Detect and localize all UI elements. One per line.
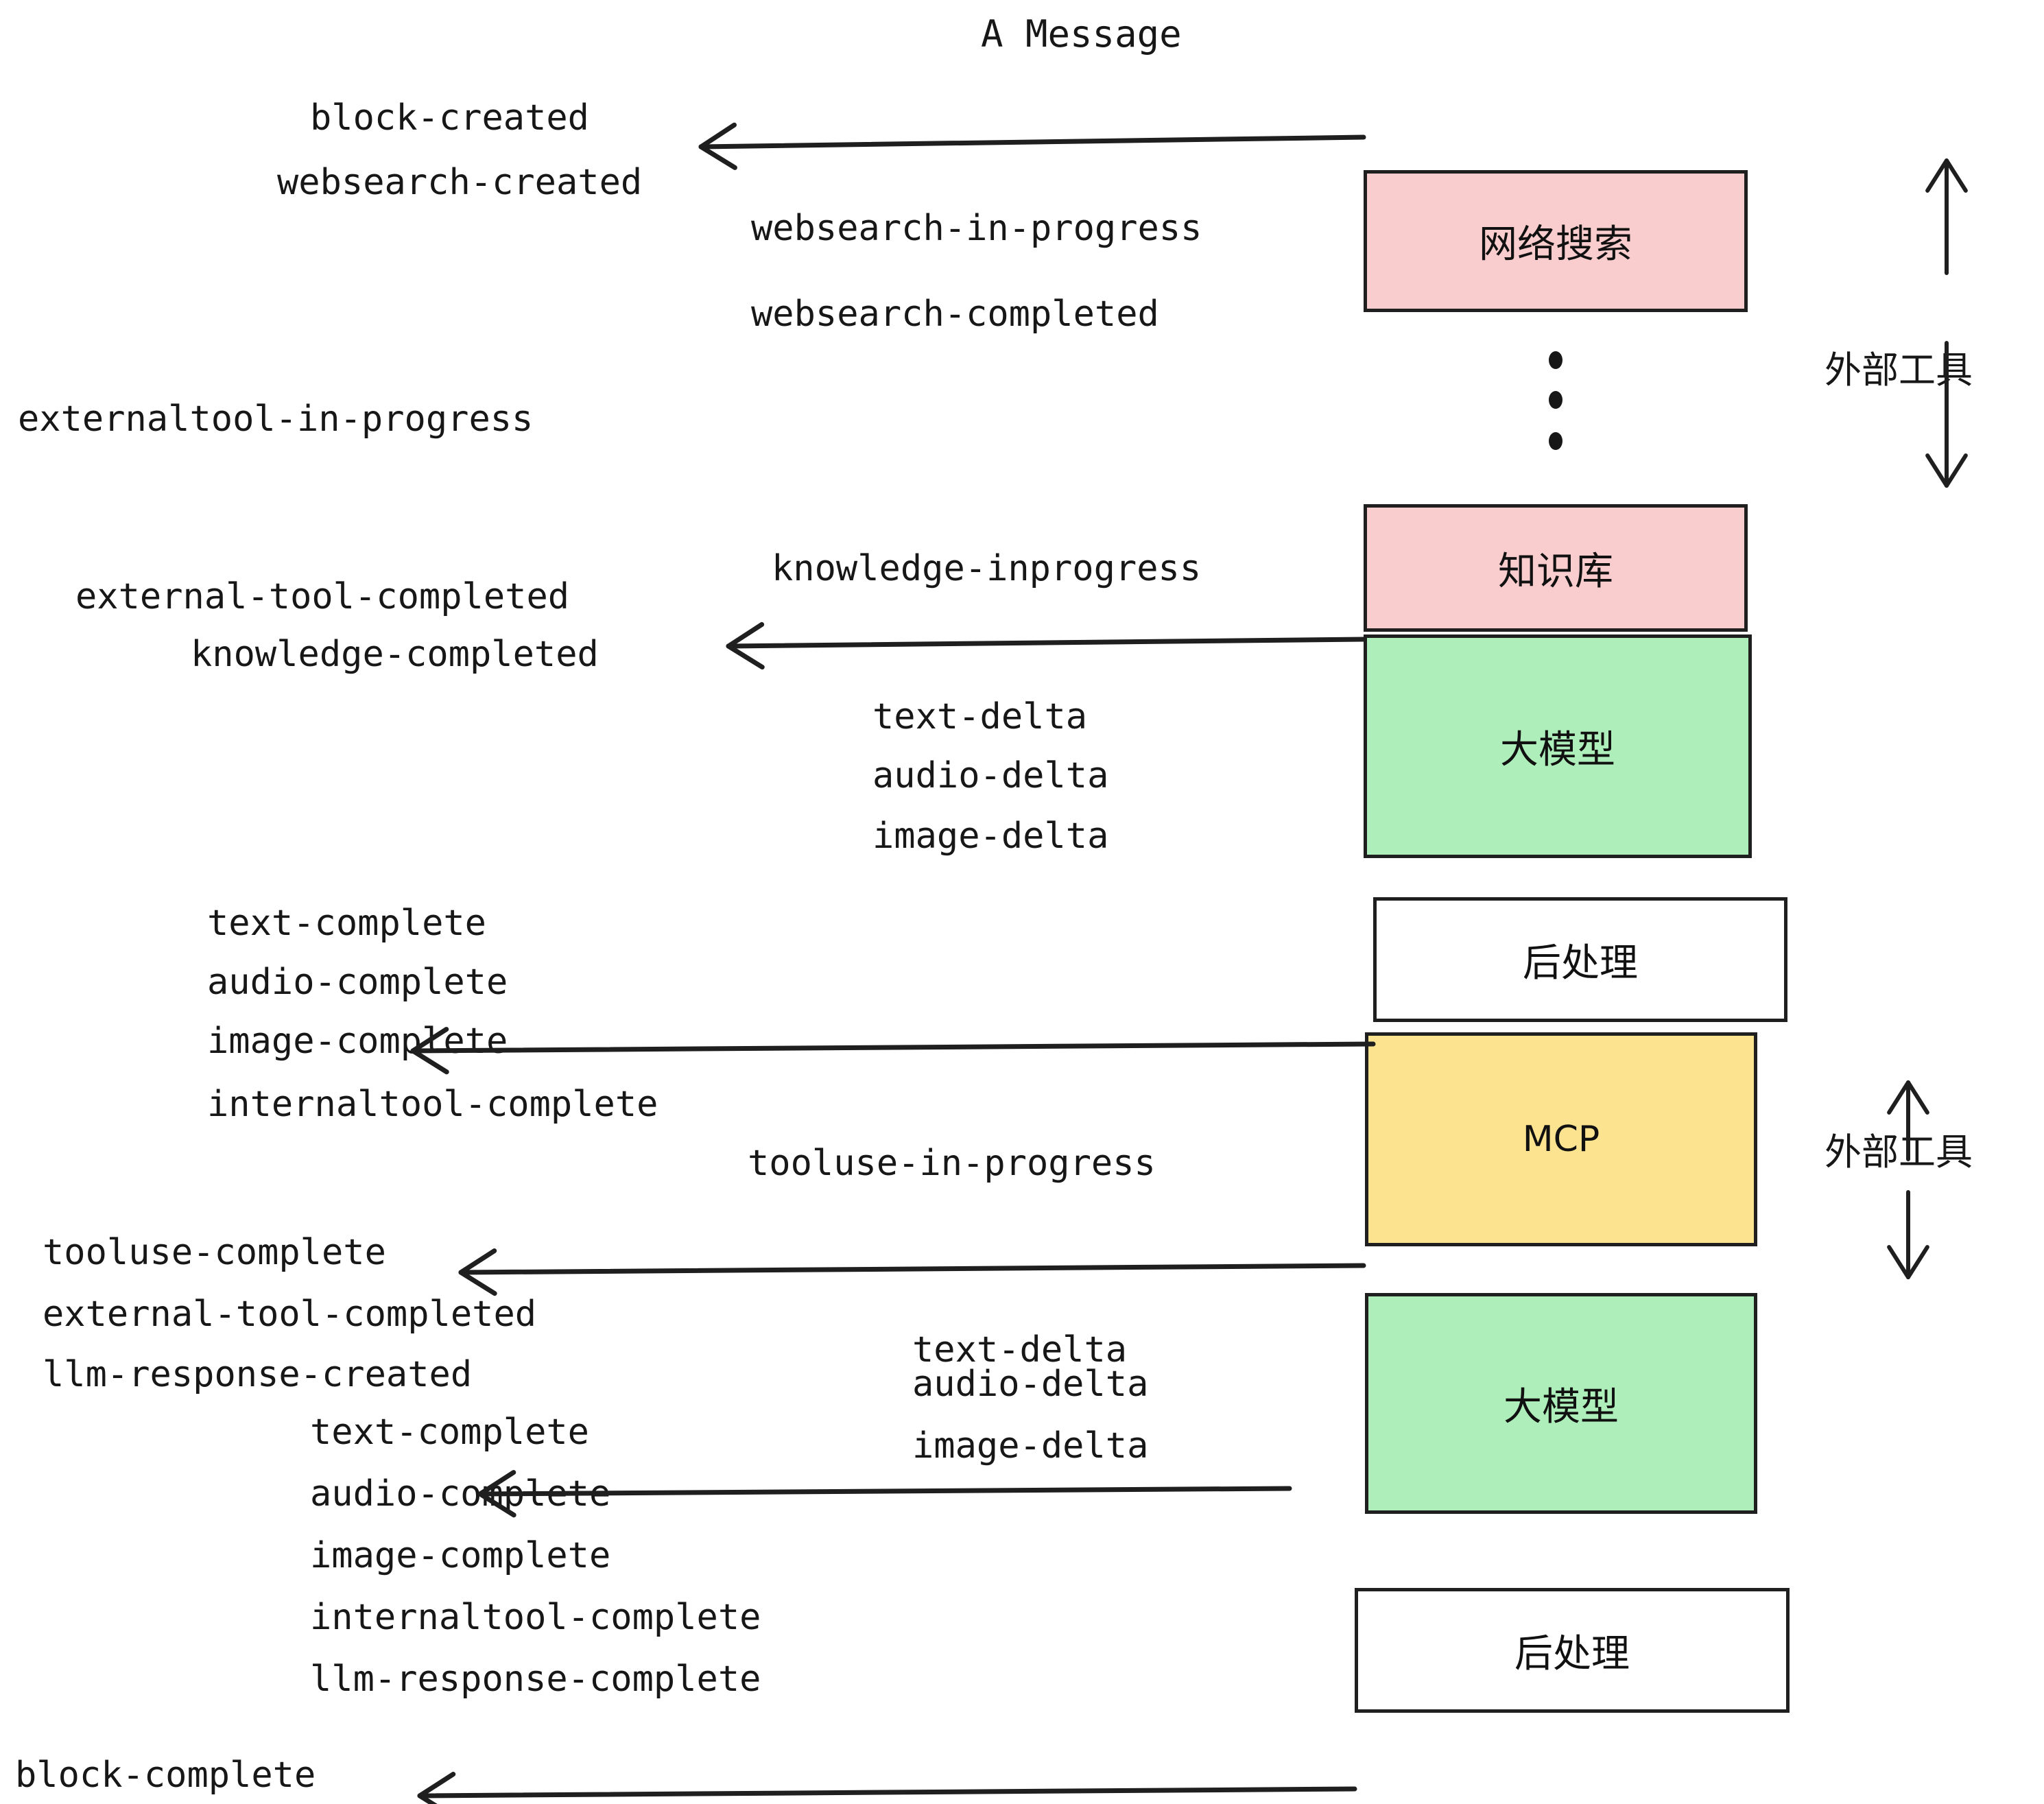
arrow-mcp-to-events-head [458, 1248, 497, 1275]
event-label-block-created: block-created [310, 97, 589, 139]
event-label-text-complete-1: text-complete [207, 903, 486, 944]
arrow-websearch-to-events-head [698, 144, 737, 170]
event-label-image-delta-1: image-delta [872, 816, 1109, 857]
event-label-image-complete-1: image-complete [207, 1021, 508, 1062]
arrow-mcp-to-events-head [458, 1270, 497, 1296]
event-label-tooluse-complete: tooluse-complete [43, 1232, 386, 1273]
node-knowledge: 知识库 [1364, 504, 1748, 632]
event-label-image-delta-2: image-delta [912, 1425, 1149, 1467]
node-label: 后处理 [1523, 940, 1638, 986]
event-label-text-complete-2: text-complete [310, 1412, 589, 1453]
node-label: 大模型 [1504, 1384, 1619, 1429]
arrow-knowledge-to-events [726, 637, 1366, 649]
event-label-websearch-completed: websearch-completed [751, 294, 1159, 335]
node-mcp: MCP [1365, 1032, 1757, 1246]
node-label: 大模型 [1500, 727, 1615, 772]
event-label-external-tool-completed-1: external-tool-completed [75, 576, 570, 617]
scope-label-external-tools-bottom: 外部工具 [1825, 1130, 1973, 1174]
event-label-knowledge-completed: knowledge-completed [191, 634, 599, 675]
scope-label-external-tools-top: 外部工具 [1825, 348, 1973, 392]
external-tools-up-bottom-head [1906, 1080, 1929, 1115]
arrow-postprocess2-to-block-head [417, 1772, 456, 1799]
ellipsis-dot [1549, 432, 1562, 450]
event-label-tooluse-in-progress: tooluse-in-progress [748, 1143, 1156, 1184]
event-label-websearch-created: websearch-created [277, 162, 643, 203]
node-label: 后处理 [1514, 1631, 1630, 1676]
arrow-knowledge-to-events-head [726, 621, 765, 649]
external-tools-up-top-head [1945, 158, 1968, 193]
external-tools-down-bottom-head [1887, 1245, 1910, 1279]
node-postprocess-2: 后处理 [1355, 1588, 1790, 1713]
event-label-knowledge-inprogress: knowledge-inprogress [772, 548, 1202, 589]
event-label-llm-response-created: llm-response-created [43, 1354, 473, 1395]
node-llm-1: 大模型 [1364, 634, 1752, 858]
node-label: 网络搜索 [1479, 222, 1632, 267]
event-label-internaltool-complete-1: internaltool-complete [207, 1084, 658, 1125]
node-llm-2: 大模型 [1365, 1293, 1757, 1514]
ellipsis-dot [1549, 391, 1562, 409]
event-label-audio-complete-2: audio-complete [310, 1473, 611, 1515]
event-label-image-complete-2: image-complete [310, 1535, 611, 1576]
event-label-externaltool-in-progress: externaltool-in-progress [18, 399, 534, 440]
external-tools-up-top-head [1925, 158, 1949, 193]
arrow-postprocess2-to-block [417, 1786, 1357, 1799]
event-label-internaltool-complete-2: internaltool-complete [310, 1597, 761, 1638]
node-label: 知识库 [1498, 549, 1613, 594]
arrow-postprocess1-to-events [410, 1041, 1376, 1054]
event-label-websearch-in-progress: websearch-in-progress [751, 208, 1202, 249]
event-label-llm-response-complete: llm-response-complete [310, 1659, 761, 1700]
node-websearch: 网络搜索 [1364, 170, 1748, 312]
arrow-websearch-to-events [698, 134, 1366, 150]
arrow-postprocess2-to-block-head [417, 1793, 438, 1804]
event-label-audio-complete-1: audio-complete [207, 962, 508, 1003]
external-tools-up-bottom-head [1887, 1080, 1910, 1115]
event-label-text-delta-1: text-delta [872, 696, 1088, 737]
page-title: A Message [981, 12, 1182, 56]
external-tools-down-top-head [1925, 453, 1949, 488]
event-label-audio-delta-2: audio-delta [912, 1364, 1149, 1405]
external-tools-down-top-head [1945, 453, 1968, 488]
event-label-block-complete: block-complete [15, 1755, 316, 1796]
arrow-mcp-to-events [458, 1263, 1366, 1275]
event-label-external-tool-completed-2: external-tool-completed [43, 1294, 537, 1335]
event-label-audio-delta-1: audio-delta [872, 755, 1109, 796]
external-tools-down-bottom-head [1906, 1245, 1929, 1279]
node-label: MCP [1522, 1119, 1600, 1160]
event-label-text-delta-2: text-delta [912, 1329, 1128, 1370]
arrow-knowledge-to-events-head [726, 643, 765, 670]
ellipsis-dot [1549, 351, 1562, 369]
node-postprocess-1: 后处理 [1373, 897, 1787, 1022]
arrow-websearch-to-events-head [698, 122, 737, 150]
